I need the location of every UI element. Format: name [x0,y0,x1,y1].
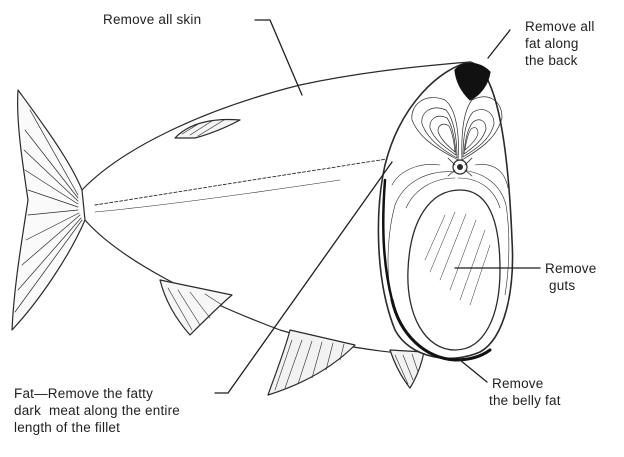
cross-section [378,62,512,360]
label-remove-dark-meat-line-1: Fat—Remove the fatty [14,385,180,402]
label-remove-skin: Remove all skin [103,11,201,28]
label-remove-dark-meat-line-2: dark meat along the entire [14,402,180,419]
label-remove-guts-line-1: Remove [545,260,596,277]
label-remove-belly-fat: Remove the belly fat [489,375,561,409]
label-remove-guts-line-2: guts [545,277,596,294]
tail-fin [12,90,85,330]
label-remove-guts: Remove guts [545,260,596,294]
pelvic-fin [160,280,232,335]
leader-belly-fat [460,360,487,382]
label-remove-back-fat-line-3: the back [525,52,595,69]
dorsal-fin [175,120,240,138]
anal-fin [268,330,355,395]
label-remove-dark-meat-line-3: length of the fillet [14,419,180,436]
label-remove-back-fat-line-2: fat along [525,35,595,52]
label-remove-back-fat-line-1: Remove all [525,18,595,35]
pectoral-fin [390,350,424,388]
label-remove-skin-line-1: Remove all skin [103,11,201,28]
label-remove-back-fat: Remove all fat along the back [525,18,595,69]
label-remove-belly-fat-line-2: the belly fat [489,392,561,409]
leader-back-fat [488,30,510,58]
leader-skin [255,20,302,95]
label-remove-belly-fat-line-1: Remove [489,375,561,392]
label-remove-dark-meat: Fat—Remove the fatty dark meat along the… [14,385,180,436]
